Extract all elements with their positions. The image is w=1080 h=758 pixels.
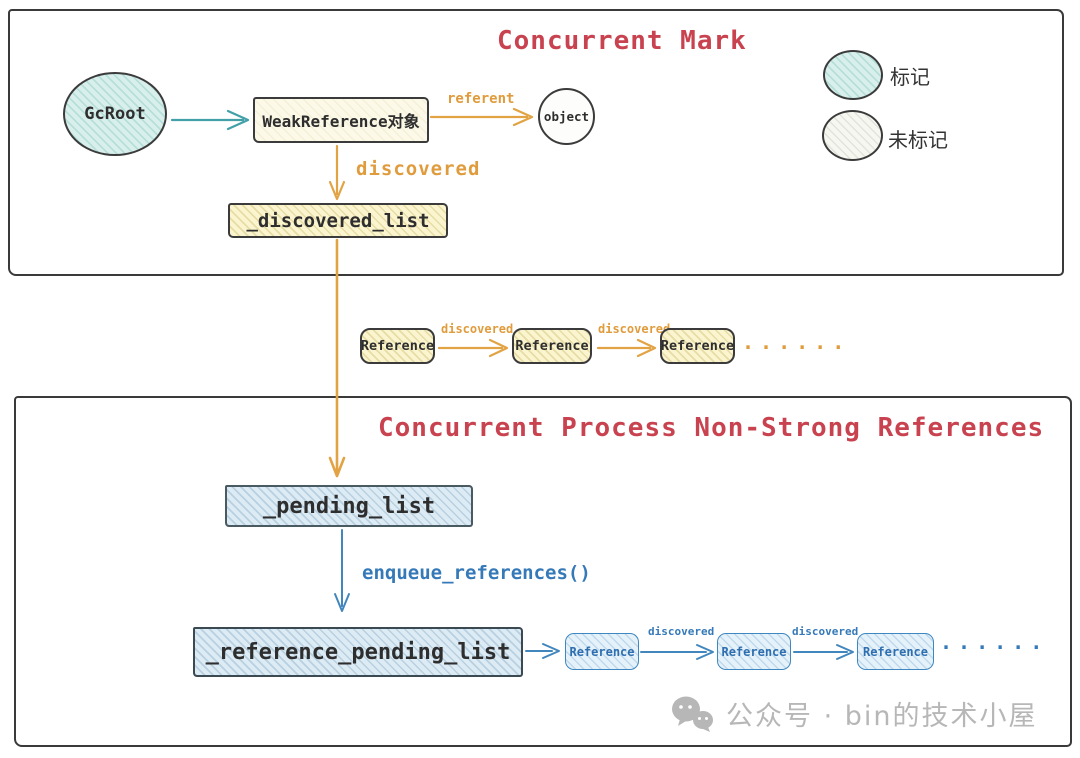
bottom-reference-label: Reference (721, 644, 787, 659)
middle-reference-label: Reference (360, 338, 435, 354)
arrow-midref-1-to-2 (596, 338, 657, 358)
discovered-list-label: _discovered_list (246, 209, 430, 232)
discovered-edge-label: discovered (356, 158, 481, 180)
pending-list-node: _pending_list (225, 485, 473, 527)
bottom-reference-node: Reference (717, 633, 791, 670)
middle-reference-node: Reference (660, 328, 735, 364)
bottom-chain-ellipsis: ...... (940, 630, 1049, 654)
object-node: object (538, 88, 595, 145)
concurrent-mark-panel (8, 9, 1064, 276)
wechat-icon (672, 696, 713, 732)
reference-pending-list-label: _reference_pending_list (205, 639, 511, 665)
bottom-reference-label: Reference (569, 644, 635, 659)
bottom-reference-label: Reference (862, 644, 929, 659)
referent-edge-label: referent (447, 91, 515, 107)
middle-chain-ellipsis: ...... (742, 330, 851, 354)
middle-reference-node: Reference (512, 328, 592, 364)
discovered-edge-label: discovered (792, 625, 859, 638)
weak-reference-node: WeakReference对象 (253, 97, 429, 143)
watermark-text: 公众号 · bin的技术小屋 (726, 701, 1038, 732)
legend-unmarked-swatch (822, 110, 883, 161)
concurrent-process-title: Concurrent Process Non-Strong References (378, 413, 1045, 443)
object-label: object (543, 109, 590, 124)
discovered-list-node: _discovered_list (228, 203, 448, 238)
bottom-reference-node: Reference (857, 633, 934, 670)
concurrent-process-panel (14, 396, 1072, 747)
bottom-reference-node: Reference (565, 633, 639, 670)
concurrent-mark-title: Concurrent Mark (497, 26, 747, 56)
enqueue-references-edge-label: enqueue_references() (362, 562, 591, 584)
discovered-edge-label: discovered (648, 625, 715, 638)
middle-reference-label: Reference (515, 338, 589, 354)
legend-unmarked-label: 未标记 (888, 128, 948, 152)
discovered-edge-label: discovered (441, 322, 514, 336)
discovered-edge-label: discovered (598, 322, 671, 336)
reference-pending-list-node: _reference_pending_list (193, 627, 523, 677)
legend-marked-swatch (823, 50, 883, 100)
arrow-midref-0-to-1 (437, 338, 509, 358)
weak-reference-label: WeakReference对象 (262, 112, 420, 131)
middle-reference-label: Reference (660, 338, 735, 354)
pending-list-label: _pending_list (262, 493, 436, 519)
gcroot-node: GcRoot (63, 72, 167, 156)
legend-marked-label: 标记 (890, 65, 930, 89)
middle-reference-node: Reference (360, 328, 435, 364)
gcroot-label: GcRoot (84, 104, 146, 124)
watermark: 公众号 · bin的技术小屋 (670, 694, 1038, 733)
